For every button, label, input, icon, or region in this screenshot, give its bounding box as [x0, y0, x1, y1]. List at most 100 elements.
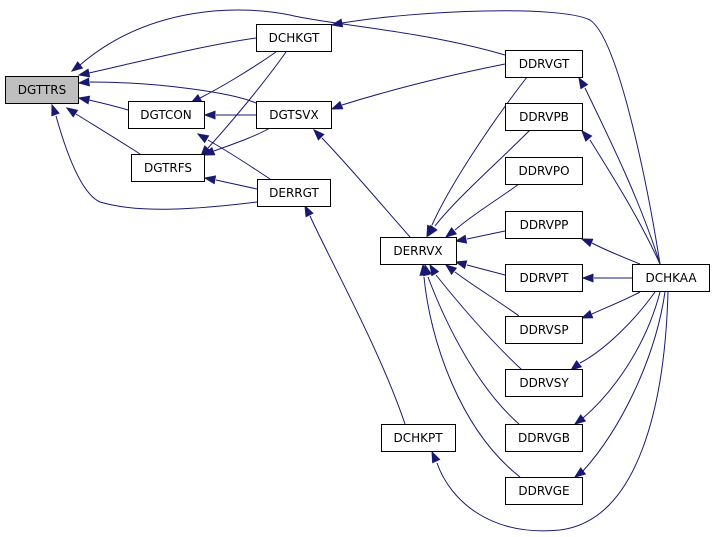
node-dchkaa[interactable]: DCHKAA	[632, 264, 710, 292]
node-label: DGTTRS	[18, 83, 67, 97]
arrowhead-icon	[77, 95, 91, 105]
edge-line	[591, 291, 641, 315]
edge-derrgt-to-dgttrs	[51, 103, 258, 210]
edge-dchkaa-to-ddrvgt	[578, 76, 661, 265]
edge-dgtsvx-to-dgtcon	[203, 110, 256, 120]
edge-line	[215, 179, 258, 190]
edge-dchkaa-to-ddrvpt	[581, 273, 632, 283]
node-label: DDRVSP	[519, 323, 568, 337]
edge-line	[89, 81, 257, 104]
edge-dchkpt-to-derrgt	[304, 204, 406, 425]
edge-line	[79, 9, 506, 66]
edge-ddrvsp-to-derrvx	[444, 264, 520, 317]
arrowhead-icon	[202, 146, 216, 156]
edge-ddrvpo-to-derrvx	[444, 183, 520, 238]
edge-line	[436, 291, 669, 532]
node-derrvx[interactable]: DERRVX	[380, 237, 457, 265]
node-ddrvpo[interactable]: DDRVPO	[505, 157, 583, 185]
edge-ddrvpt-to-derrvx	[454, 260, 506, 276]
arrowhead-icon	[431, 450, 441, 464]
edge-dchkaa-to-ddrvpb	[581, 129, 661, 265]
node-label: DDRVPP	[520, 218, 569, 232]
node-dchkgt[interactable]: DCHKGT	[256, 24, 332, 52]
edge-line	[207, 139, 271, 180]
edge-dchkaa-to-ddrvsy	[569, 291, 656, 371]
edge-line	[341, 10, 661, 265]
arrowhead-icon	[573, 414, 587, 425]
node-label: DDRVPB	[519, 110, 569, 124]
node-label: DDRVGT	[519, 57, 570, 71]
edge-line	[466, 264, 506, 276]
edge-dgtsvx-to-dgttrs	[77, 77, 257, 104]
edge-dchkaa-to-dchkgt	[330, 10, 661, 265]
node-ddrvpt[interactable]: DDRVPT	[505, 264, 583, 292]
arrowhead-icon	[330, 100, 344, 110]
edge-line	[591, 242, 641, 265]
node-ddrvpb[interactable]: DDRVPB	[505, 103, 583, 131]
arrowhead-icon	[304, 204, 314, 218]
node-dgtcon[interactable]: DGTCON	[128, 101, 205, 129]
edges	[51, 9, 669, 532]
edge-line	[341, 63, 506, 106]
arrowhead-icon	[419, 263, 429, 276]
edge-line	[466, 230, 506, 240]
arrowhead-icon	[580, 309, 594, 319]
edge-ddrvgb-to-derrvx	[423, 263, 520, 425]
node-dgttrs[interactable]: DGTTRS	[5, 76, 79, 104]
edge-line	[55, 115, 258, 210]
edge-dgtcon-to-dgttrs	[77, 95, 129, 111]
edge-line	[321, 137, 411, 238]
node-ddrvpp[interactable]: DDRVPP	[505, 211, 583, 239]
edge-ddrvge-to-derrvx	[419, 263, 521, 478]
edge-dgtsvx-to-dgtrfs	[202, 127, 271, 156]
edge-line	[454, 271, 520, 317]
arrowhead-icon	[454, 260, 468, 270]
edge-line	[207, 51, 287, 149]
arrowhead-icon	[77, 77, 90, 87]
node-ddrvge[interactable]: DDRVGE	[505, 477, 583, 505]
edge-dchkaa-to-dchkpt	[431, 291, 669, 532]
arrowhead-icon	[51, 103, 60, 117]
edge-line	[582, 291, 666, 472]
arrowhead-icon	[203, 175, 217, 185]
node-ddrvgt[interactable]: DDRVGT	[505, 50, 583, 78]
node-label: DDRVSY	[519, 376, 569, 390]
edge-line	[454, 183, 520, 231]
node-label: DDRVGB	[518, 431, 570, 445]
edge-line	[213, 127, 271, 152]
arrowhead-icon	[581, 273, 594, 283]
edge-line	[88, 99, 129, 111]
node-label: DCHKPT	[393, 431, 443, 445]
node-label: DDRVGE	[518, 484, 569, 498]
node-dgtsvx[interactable]: DGTSVX	[256, 101, 332, 129]
node-label: DCHKGT	[269, 31, 320, 45]
node-ddrvsp[interactable]: DDRVSP	[505, 316, 583, 344]
edge-derrgt-to-dgtrfs	[203, 175, 258, 190]
edge-line	[88, 37, 257, 74]
edge-ddrvpb-to-derrvx	[427, 129, 531, 238]
node-label: DGTRFS	[144, 161, 192, 175]
arrowhead-icon	[444, 226, 458, 238]
node-derrgt[interactable]: DERRGT	[257, 179, 331, 207]
node-ddrvgb[interactable]: DDRVGB	[505, 424, 583, 452]
edge-line	[199, 51, 277, 99]
node-ddrvsy[interactable]: DDRVSY	[505, 369, 583, 397]
node-dgtrfs[interactable]: DGTRFS	[131, 154, 205, 182]
edge-line	[435, 274, 523, 371]
node-label: DGTSVX	[269, 108, 319, 122]
arrowhead-icon	[581, 129, 593, 142]
edge-ddrvgt-to-dgtsvx	[330, 63, 506, 110]
arrowhead-icon	[578, 76, 589, 90]
edge-dchkgt-to-dgtcon	[189, 51, 277, 104]
node-dchkpt[interactable]: DCHKPT	[381, 424, 456, 452]
edge-ddrvgt-to-dgttrs	[70, 9, 506, 72]
edge-line	[582, 291, 661, 419]
node-label: DERRVX	[393, 244, 442, 258]
node-label: DDRVPO	[518, 164, 569, 178]
edge-line	[579, 291, 656, 364]
arrowhead-icon	[427, 224, 438, 238]
edge-derrgt-to-dgtcon	[196, 133, 271, 180]
edge-line	[589, 139, 661, 265]
edge-dgtrfs-to-dgttrs	[65, 107, 141, 155]
